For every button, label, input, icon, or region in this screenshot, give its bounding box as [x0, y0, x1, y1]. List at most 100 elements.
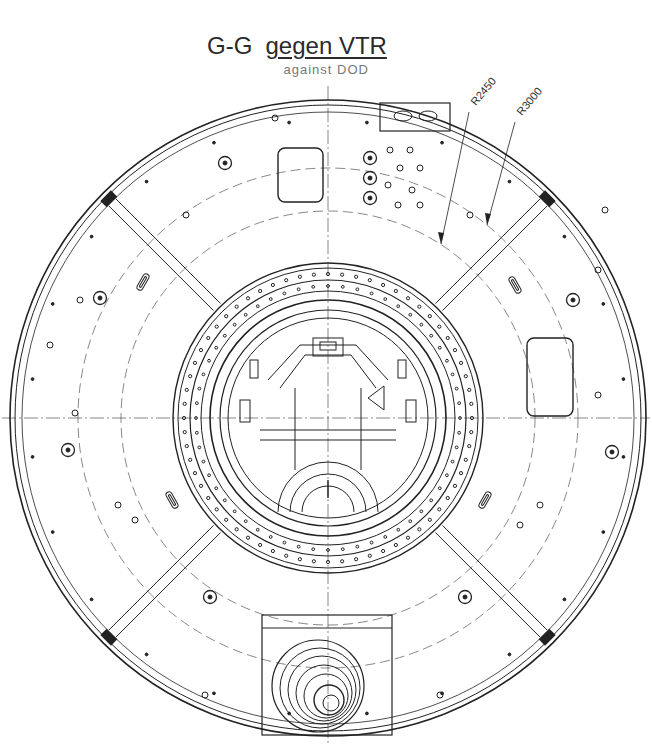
- bolt-hole: [225, 315, 228, 318]
- bolt-hole: [409, 520, 412, 523]
- radius-circle: [121, 211, 535, 625]
- fitting: [62, 444, 75, 457]
- bearing-ring: [201, 291, 455, 545]
- bolt-hole: [208, 359, 211, 362]
- bolt-hole: [438, 346, 441, 349]
- bolt-hole: [470, 402, 473, 405]
- spoke: [116, 199, 221, 304]
- arrowhead: [485, 213, 491, 225]
- oval-slot: [136, 273, 150, 292]
- bolt-hole: [215, 325, 218, 328]
- bolt-hole: [453, 484, 456, 487]
- bolt-hole: [468, 388, 471, 391]
- bolt-hole: [341, 548, 344, 551]
- bolt-hole: [312, 548, 315, 551]
- bolt-hole: [207, 496, 210, 499]
- bolt-hole: [446, 336, 449, 339]
- connector-port: [394, 111, 412, 121]
- fitting: [610, 450, 614, 454]
- small-hole: [602, 207, 608, 213]
- small-hole: [385, 182, 391, 188]
- oval-slot: [165, 491, 179, 510]
- bolt-hole: [283, 292, 286, 295]
- bolt-hole: [384, 536, 387, 539]
- hub-part: [313, 338, 343, 356]
- bolt-hole: [235, 305, 238, 308]
- center-line: [328, 86, 329, 746]
- bolt-hole: [470, 416, 473, 419]
- bolt-hole: [195, 417, 198, 420]
- fitting: [219, 157, 232, 170]
- connector-box: [380, 103, 450, 131]
- bolt-hole: [233, 510, 236, 513]
- view-direction-translation: against DOD: [284, 63, 369, 78]
- small-hole: [183, 212, 189, 218]
- cable-coil: [314, 685, 344, 715]
- small-hole: [395, 202, 401, 208]
- bolt-hole: [341, 285, 344, 288]
- radius-dimension: R3000: [514, 85, 545, 118]
- bolt-hole: [326, 560, 329, 563]
- hub-line: [361, 388, 362, 470]
- rim-hole: [622, 378, 625, 381]
- small-hole: [517, 522, 523, 528]
- rim-hole: [213, 141, 216, 144]
- radius-dimension: R2450: [468, 75, 499, 108]
- bolt-hole: [208, 474, 211, 477]
- small-hole: [437, 692, 443, 698]
- bolt-hole: [368, 554, 371, 557]
- bolt-hole: [256, 305, 259, 308]
- rim-hole: [622, 455, 625, 458]
- small-hole: [72, 410, 78, 416]
- bolt-hole: [368, 279, 371, 282]
- hub-bracket: [240, 400, 250, 422]
- bolt-hole: [409, 313, 412, 316]
- hub-bracket: [406, 400, 416, 422]
- small-hole: [407, 147, 413, 153]
- fitting: [98, 296, 102, 300]
- connector-port: [419, 111, 437, 121]
- small-hole: [132, 517, 138, 523]
- bolt-hole: [446, 496, 449, 499]
- small-hole: [417, 202, 423, 208]
- bolt-hole: [202, 460, 205, 463]
- bolt-hole: [259, 289, 262, 292]
- hub-part: [368, 386, 384, 410]
- outer-ring: [22, 112, 634, 724]
- bolt-hole: [198, 387, 201, 390]
- bolt-hole: [382, 549, 385, 552]
- radius-circle: [78, 168, 578, 668]
- rim-hole: [563, 598, 566, 601]
- rim-hole: [508, 180, 511, 183]
- bolt-hole: [354, 558, 357, 561]
- oval-slot: [139, 276, 147, 287]
- cable-coil: [296, 665, 352, 721]
- fitting: [364, 192, 377, 205]
- rim-hole: [508, 653, 511, 656]
- outer-ring: [15, 105, 641, 731]
- bolt-hole: [202, 373, 205, 376]
- bolt-hole: [384, 298, 387, 301]
- hub-line: [260, 440, 396, 441]
- fitting: [459, 591, 472, 604]
- bolt-hole: [223, 499, 226, 502]
- cable-coil: [288, 656, 356, 724]
- small-hole: [47, 342, 53, 348]
- bolt-hole: [246, 297, 249, 300]
- bolt-hole: [451, 373, 454, 376]
- bolt-hole: [455, 387, 458, 390]
- bolt-hole: [382, 283, 385, 286]
- small-hole: [595, 267, 601, 273]
- bolt-hole: [468, 444, 471, 447]
- spoke: [116, 533, 221, 638]
- oval-slot: [481, 494, 489, 505]
- bolt-hole: [244, 520, 247, 523]
- bolt-hole: [246, 536, 249, 539]
- fitting: [368, 196, 372, 200]
- bolt-hole: [464, 458, 467, 461]
- generated-details: [31, 115, 625, 715]
- bolt-hole: [189, 458, 192, 461]
- rim-hole: [213, 692, 216, 695]
